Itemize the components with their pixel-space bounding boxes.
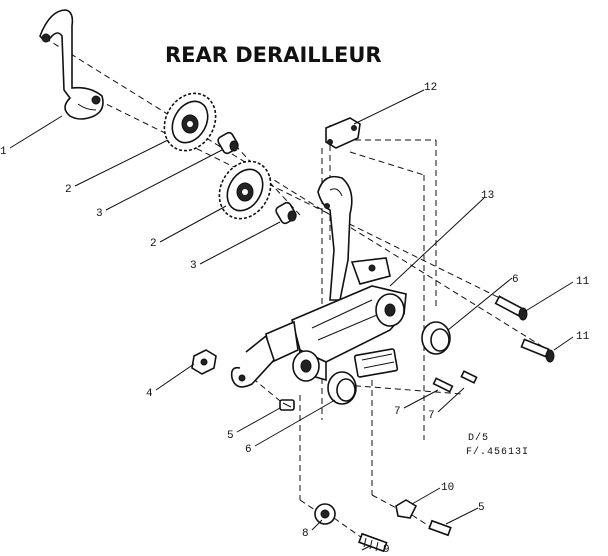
nut-part	[314, 503, 336, 525]
leader-lines	[9, 89, 574, 551]
lower-screw-part	[520, 338, 555, 363]
bolt-part	[358, 532, 388, 553]
callout-2-upper: 2	[65, 184, 72, 196]
callout-6-lower: 6	[245, 444, 252, 456]
callout-2-lower: 2	[150, 238, 157, 250]
lower-cap-part	[327, 371, 357, 405]
callout-12: 12	[424, 82, 437, 94]
callout-1: 1	[0, 146, 7, 158]
diagram-title: REAR DERAILLEUR	[165, 43, 382, 67]
cable-guide-part	[191, 349, 217, 375]
cage-plate-part	[39, 9, 104, 120]
callout-3-lower: 3	[190, 260, 197, 272]
reference-line-2: F/.45613I	[466, 446, 529, 458]
assembly-lines	[44, 37, 549, 541]
lower-bushing-part	[275, 201, 297, 225]
lower-pulley-part	[218, 160, 272, 220]
callout-3-upper: 3	[96, 208, 103, 220]
callout-11-upper: 11	[576, 276, 590, 288]
upper-bushing-part	[217, 131, 239, 155]
callout-9: 9	[383, 544, 390, 556]
derailleur-arm-part	[317, 175, 391, 301]
mounting-clip-part	[325, 117, 361, 149]
right-cap-part	[421, 321, 451, 355]
callout-10: 10	[441, 482, 454, 494]
upper-screw-part	[494, 295, 528, 321]
callout-4: 4	[146, 388, 153, 400]
reference-line-1: D/5	[468, 432, 489, 444]
clamp-part	[395, 499, 418, 519]
small-screw-part	[432, 370, 478, 393]
callout-7-right: 7	[428, 410, 435, 422]
callout-6-right: 6	[512, 274, 519, 286]
callout-labels: 1 2 3 2 3 4 5 6 6 7 7 8 9 10 5 11 11 12 …	[0, 82, 590, 556]
callout-5-lower: 5	[478, 502, 485, 514]
small-bolt-part	[279, 399, 295, 411]
callout-11-lower: 11	[576, 331, 590, 343]
callout-7-left: 7	[394, 406, 401, 418]
callout-8: 8	[302, 528, 309, 540]
callout-5-upper: 5	[227, 430, 234, 442]
derailleur-body-part	[230, 285, 407, 388]
upper-pulley-part	[163, 92, 217, 152]
lower-small-screw-part	[428, 519, 452, 537]
callout-13: 13	[481, 190, 494, 202]
